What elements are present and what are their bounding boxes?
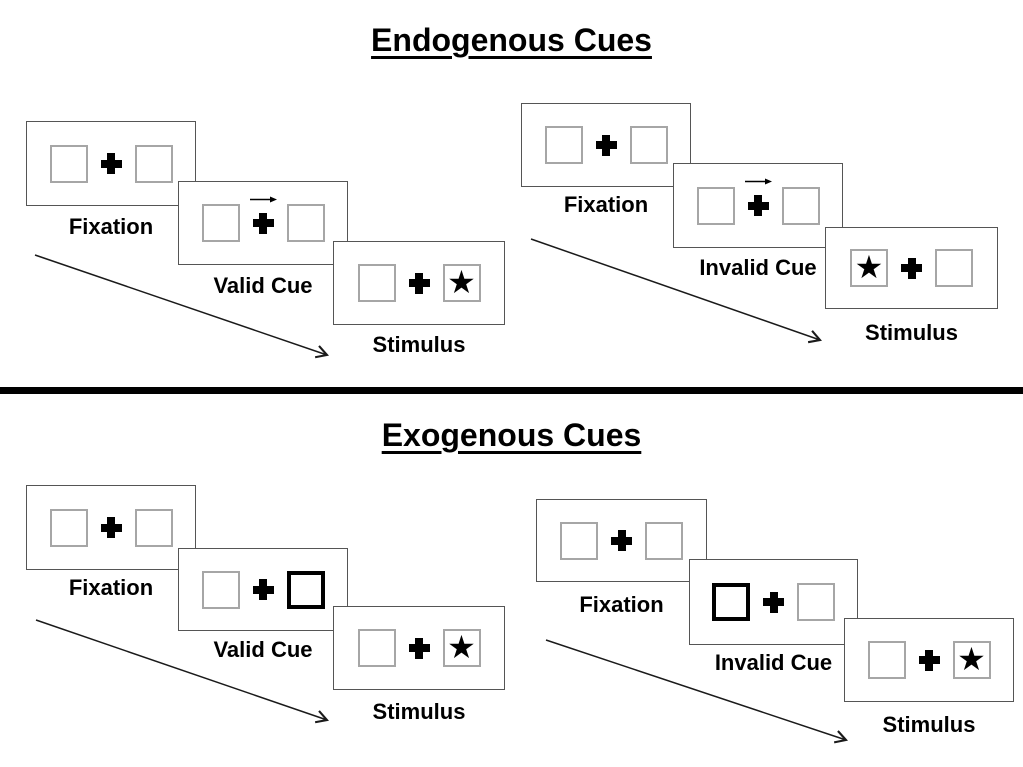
- fixation-cross-icon: [100, 153, 122, 174]
- card-label: Stimulus: [865, 320, 958, 345]
- stimulus-card: ★: [333, 241, 505, 325]
- right-box-bold-cue: [286, 570, 325, 609]
- left-box: [696, 186, 735, 225]
- right-box: ★: [442, 263, 481, 302]
- fixation-card: [536, 499, 707, 582]
- right-box: ★: [952, 640, 991, 679]
- time-arrow-endogenous-valid: [34, 254, 330, 359]
- left-box: [357, 629, 396, 667]
- stimulus-card: ★: [333, 606, 505, 690]
- cue-arrow-right-icon: [250, 196, 277, 203]
- fixation-cross-icon: [408, 637, 430, 659]
- cue-card: [673, 163, 843, 248]
- fixation-cross-icon: [763, 591, 784, 613]
- cue-card: [689, 559, 858, 645]
- card-label: Valid Cue: [213, 273, 313, 298]
- fixation-card: [521, 103, 691, 187]
- right-box: [134, 144, 173, 183]
- card-label: Stimulus: [372, 332, 466, 357]
- cue-card: [178, 548, 348, 631]
- card-label: Stimulus: [882, 712, 976, 737]
- right-box: [629, 126, 668, 164]
- right-box: [134, 508, 173, 547]
- card-label: Fixation: [563, 192, 649, 217]
- cue-arrow-right-icon: [745, 178, 772, 185]
- card-label: Invalid Cue: [699, 255, 817, 280]
- fixation-cross-icon: [408, 272, 430, 294]
- fixation-cross-icon: [901, 257, 922, 279]
- left-box: ★: [850, 249, 888, 287]
- fixation-cross-icon: [747, 195, 769, 216]
- fixation-cross-icon: [252, 212, 274, 234]
- card-label: Stimulus: [372, 699, 466, 724]
- left-box: [560, 521, 598, 560]
- fixation-cross-icon: [918, 649, 940, 671]
- right-box: ★: [442, 628, 481, 667]
- left-box-bold-cue: [712, 583, 750, 621]
- star-icon: ★: [957, 640, 986, 678]
- card-label: Valid Cue: [213, 637, 313, 662]
- left-box: [357, 264, 396, 302]
- left-box: [201, 204, 240, 242]
- right-box: [935, 249, 973, 287]
- left-box: [201, 570, 240, 609]
- left-box: [867, 641, 906, 679]
- left-box: [49, 508, 88, 547]
- right-box: [286, 204, 325, 242]
- star-icon: ★: [854, 248, 884, 286]
- section-title-exogenous: Exogenous Cues: [381, 417, 642, 453]
- fixation-card: [26, 485, 196, 570]
- cue-card: [178, 181, 348, 265]
- card-label: Fixation: [579, 592, 664, 617]
- section-title-endogenous: Endogenous Cues: [371, 22, 652, 58]
- section-divider: [0, 387, 1023, 394]
- time-arrow-exogenous-valid: [35, 619, 330, 724]
- stimulus-card: ★: [825, 227, 998, 309]
- fixation-cross-icon: [611, 530, 632, 551]
- star-icon: ★: [447, 628, 476, 666]
- fixation-card: [26, 121, 196, 206]
- fixation-cross-icon: [252, 579, 274, 600]
- fixation-cross-icon: [595, 134, 617, 156]
- fixation-cross-icon: [100, 517, 122, 538]
- right-box: [781, 186, 820, 225]
- card-label: Fixation: [68, 575, 154, 600]
- right-box: [797, 583, 835, 621]
- card-label: Invalid Cue: [714, 650, 833, 675]
- left-box: [49, 144, 88, 183]
- left-box: [544, 126, 583, 164]
- stimulus-card: ★: [844, 618, 1014, 702]
- card-label: Fixation: [68, 214, 154, 239]
- right-box: [645, 521, 683, 560]
- star-icon: ★: [447, 263, 476, 301]
